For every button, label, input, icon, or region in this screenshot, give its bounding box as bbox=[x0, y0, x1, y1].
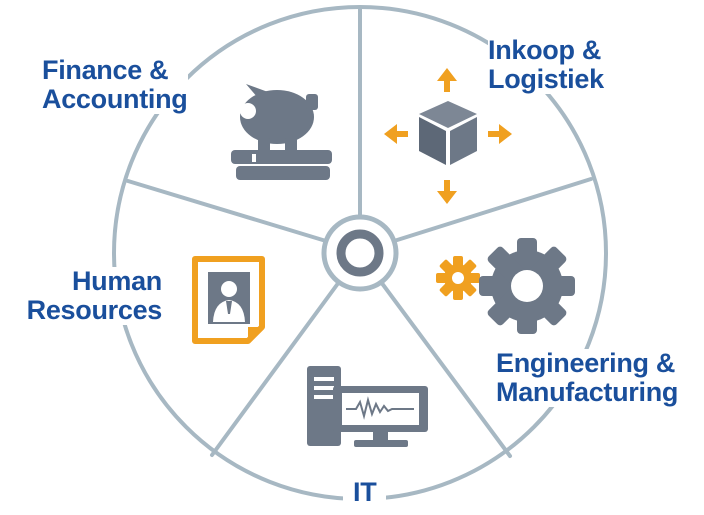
label-finance-accounting: Finance & Accounting bbox=[42, 56, 188, 114]
spoke-right bbox=[392, 177, 593, 243]
label-line: Accounting bbox=[42, 84, 188, 114]
label-inkoop-logistiek: Inkoop & Logistiek bbox=[488, 36, 604, 94]
spoke-bottom-right bbox=[379, 280, 512, 458]
spoke-left bbox=[126, 179, 328, 243]
computer-monitor-icon bbox=[307, 366, 428, 447]
spoke-bottom-left bbox=[210, 280, 341, 457]
person-card-icon bbox=[192, 256, 265, 344]
gears-icon bbox=[436, 238, 575, 334]
label-line: Engineering & bbox=[496, 348, 676, 378]
spokes bbox=[126, 5, 593, 458]
label-line: Manufacturing bbox=[496, 377, 679, 407]
label-human-resources: Human Resources bbox=[20, 267, 162, 325]
center-ring-icon bbox=[321, 214, 399, 292]
label-it: IT bbox=[343, 477, 387, 507]
label-line: Inkoop & bbox=[488, 35, 602, 65]
label-line: Finance & bbox=[42, 55, 169, 85]
box-arrows-icon bbox=[384, 68, 512, 204]
label-line: Resources bbox=[26, 295, 163, 325]
piggy-bank-icon bbox=[231, 84, 332, 180]
label-line: IT bbox=[353, 477, 377, 507]
label-line: Logistiek bbox=[488, 64, 604, 94]
label-line: Human bbox=[71, 266, 162, 296]
label-engineering-manufacturing: Engineering & Manufacturing bbox=[496, 349, 678, 407]
